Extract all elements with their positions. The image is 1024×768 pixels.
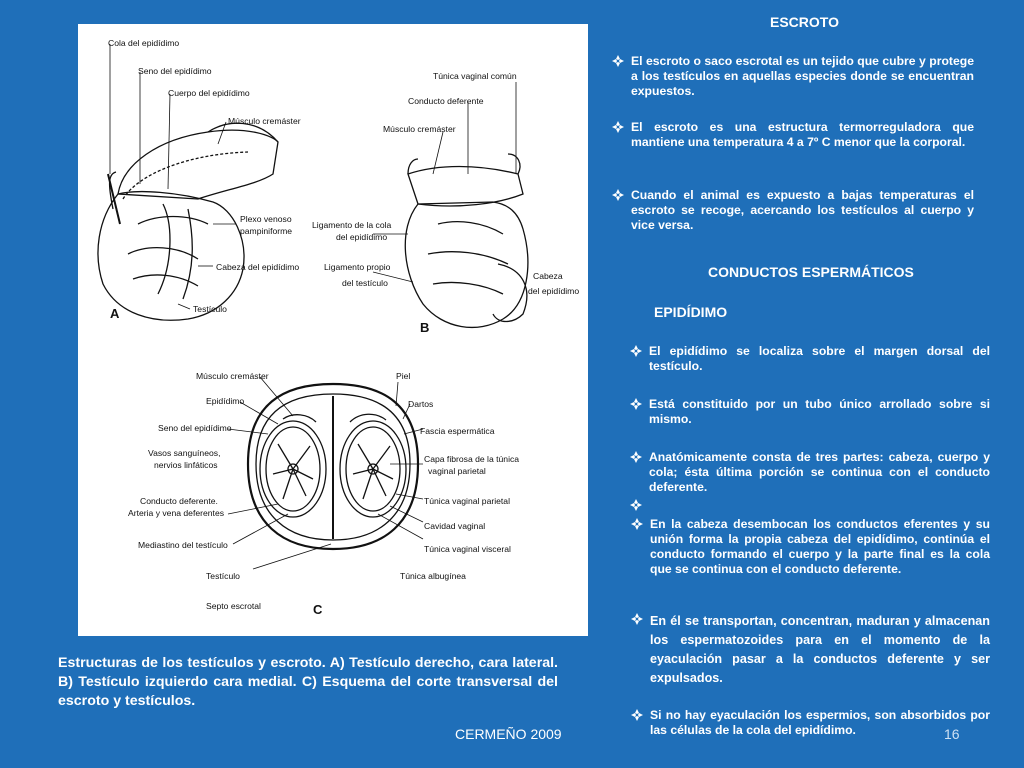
label-c-r7: Cavidad vaginal (424, 521, 485, 531)
label-c-l1: Músculo cremáster (196, 371, 269, 381)
label-c-r6: Túnica vaginal parietal (424, 496, 510, 506)
label-c-r5: vaginal parietal (428, 466, 486, 476)
letter-a: A (110, 306, 120, 321)
label-c-l7: Arteria y vena deferentes (128, 508, 224, 518)
drawing-a (97, 122, 279, 321)
diamond-bullet-icon (630, 398, 642, 410)
list-item: El escroto o saco escrotal es un tejido … (612, 54, 974, 99)
label-a-2: Seno del epidídimo (138, 66, 212, 76)
subheading-epididimo: EPIDÍDIMO (654, 304, 728, 320)
source-credit: CERMEÑO 2009 (455, 726, 562, 742)
label-a-6: pampiniforme (240, 226, 292, 236)
list-item: El epidídimo se localiza sobre el margen… (630, 344, 990, 374)
label-c-r1: Piel (396, 371, 410, 381)
drawing-c (246, 382, 420, 551)
label-b-3: Músculo cremáster (383, 124, 456, 134)
list-item: Está constituido por un tubo único arrol… (630, 397, 990, 427)
section-heading-escroto: ESCROTO (770, 14, 839, 30)
label-c-r2: Dartos (408, 399, 433, 409)
letter-c: C (313, 602, 323, 617)
drawing-b (404, 153, 529, 329)
label-c-r9: Túnica albugínea (400, 571, 466, 581)
label-c-r4: Capa fibrosa de la túnica (424, 454, 519, 464)
label-b-8: Cabeza (533, 271, 563, 281)
label-c-l10: Septo escrotal (206, 601, 261, 611)
diamond-bullet-icon (630, 451, 642, 463)
list-item: Anatómicamente consta de tres partes: ca… (630, 450, 990, 495)
label-a-7: Cabeza del epidídimo (216, 262, 299, 272)
list-item: En la cabeza desembocan los conductos ef… (631, 517, 990, 577)
diamond-bullet-icon (631, 518, 643, 530)
label-a-1: Cola del epidídimo (108, 38, 179, 48)
list-item: En él se transportan, concentran, madura… (631, 612, 990, 688)
label-c-l2: Epidídimo (206, 396, 244, 406)
label-a-8: Testículo (193, 304, 227, 314)
anatomy-figure: Cola del epidídimo Seno del epidídimo Cu… (78, 24, 588, 636)
list-item: Si no hay eyaculación los espermios, son… (631, 708, 990, 738)
label-c-l6: Conducto deferente. (140, 496, 218, 506)
letter-b: B (420, 320, 429, 335)
label-a-3: Cuerpo del epidídimo (168, 88, 250, 98)
label-b-6: Ligamento propio (324, 262, 391, 272)
figure-caption: Estructuras de los testículos y escroto.… (58, 655, 558, 709)
label-b-9: del epidídimo (528, 286, 579, 296)
label-c-r3: Fascia espermática (420, 426, 495, 436)
diamond-bullet-icon (612, 189, 624, 201)
diamond-bullet-icon (630, 345, 642, 357)
label-c-l3: Seno del epidídimo (158, 423, 232, 433)
diamond-bullet-icon (612, 55, 624, 67)
label-c-l8: Mediastino del testículo (138, 540, 228, 550)
label-b-5: del epidídimo (336, 232, 387, 242)
label-b-7: del testículo (342, 278, 388, 288)
list-item (630, 498, 990, 512)
diamond-bullet-icon (630, 499, 642, 511)
diamond-bullet-icon (631, 613, 643, 625)
label-c-r8: Túnica vaginal visceral (424, 544, 511, 554)
section-heading-conductos: CONDUCTOS ESPERMÁTICOS (708, 264, 914, 280)
list-item: Cuando el animal es expuesto a bajas tem… (612, 188, 974, 233)
label-a-5: Plexo venoso (240, 214, 292, 224)
label-a-4: Músculo cremáster (228, 116, 301, 126)
label-c-l9: Testículo (206, 571, 240, 581)
label-b-2: Conducto deferente (408, 96, 484, 106)
label-c-l4: Vasos sanguíneos, (148, 448, 220, 458)
list-item: El escroto es una estructura termorregul… (612, 120, 974, 150)
label-c-l5: nervios linfáticos (154, 460, 218, 470)
label-b-1: Túnica vaginal común (433, 71, 517, 81)
page-number: 16 (944, 726, 960, 742)
label-b-4: Ligamento de la cola (312, 220, 392, 230)
diamond-bullet-icon (631, 709, 643, 721)
diamond-bullet-icon (612, 121, 624, 133)
